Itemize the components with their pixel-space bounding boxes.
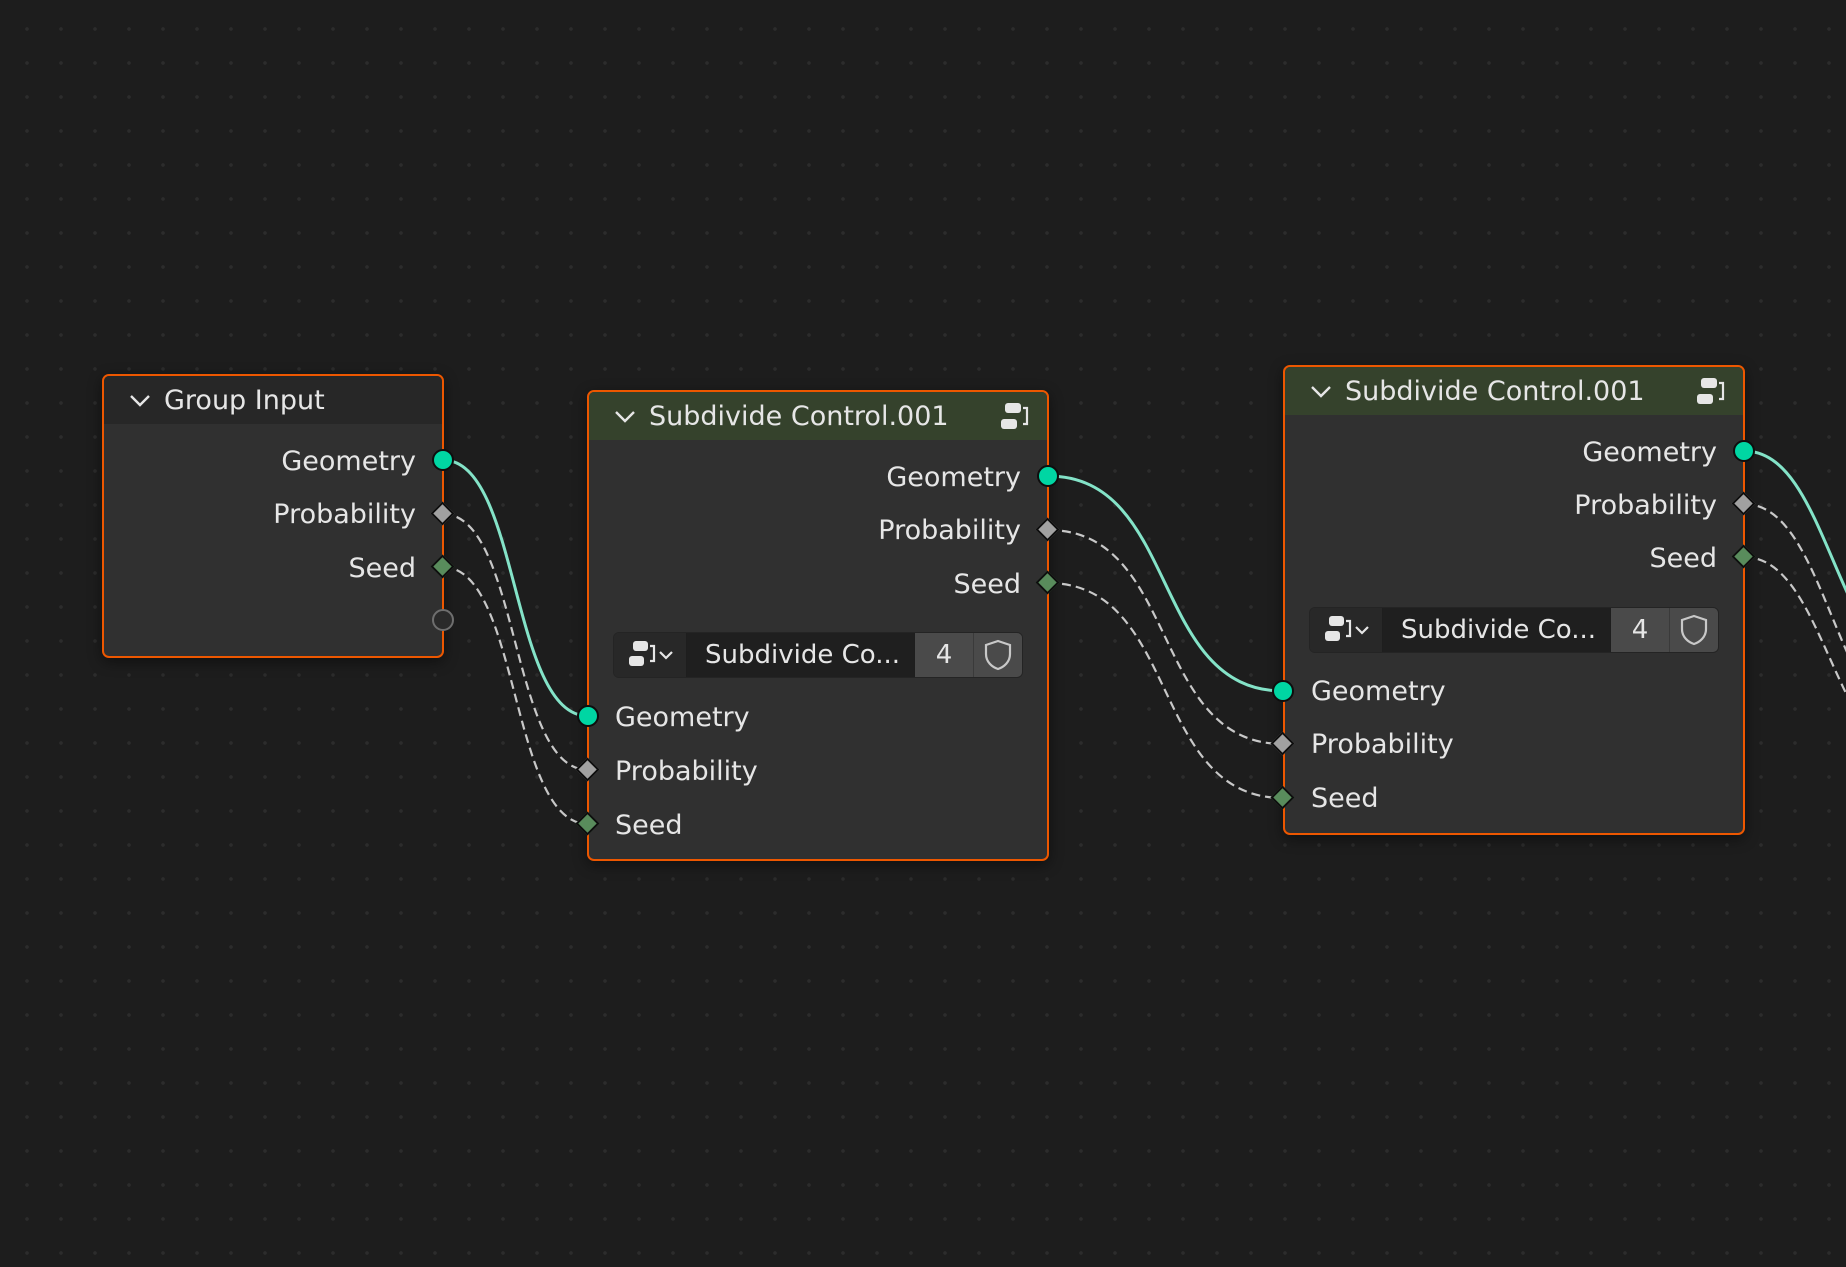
link-seed-2 (1047, 581, 1284, 800)
shield-icon (984, 639, 1012, 671)
user-count-button[interactable]: 4 (1610, 608, 1669, 652)
output-label-probability: Probability (1574, 490, 1717, 521)
geometry-output-socket[interactable] (1037, 465, 1059, 487)
subdivide-control-node[interactable]: Subdivide Control.001 Geometry Probabili… (587, 390, 1049, 861)
node-title: Group Input (164, 384, 325, 416)
geometry-output-socket[interactable] (1733, 440, 1755, 462)
user-count-button[interactable]: 4 (914, 633, 973, 677)
geometry-input-socket[interactable] (577, 705, 599, 727)
node-tree-icon (1697, 378, 1725, 404)
node-title: Subdivide Control.001 (649, 400, 949, 432)
fake-user-button[interactable] (1669, 608, 1718, 652)
fake-user-button[interactable] (973, 633, 1022, 677)
chevron-down-icon[interactable] (1309, 379, 1333, 403)
node-group-selector[interactable]: Subdivide Co... 4 (1309, 607, 1719, 653)
link-geometry-3 (1743, 449, 1846, 594)
link-probability-1 (442, 512, 589, 772)
input-label-geometry: Geometry (1311, 676, 1446, 707)
chevron-down-icon[interactable] (613, 404, 637, 428)
input-label-probability: Probability (1311, 729, 1454, 760)
link-probability-2 (1047, 528, 1284, 746)
link-geometry-1 (442, 458, 589, 718)
geometry-output-socket[interactable] (432, 449, 454, 471)
output-label-geometry: Geometry (281, 446, 416, 477)
node-group-name-field[interactable]: Subdivide Co... (1383, 608, 1610, 652)
output-label-probability: Probability (273, 499, 416, 530)
output-label-geometry: Geometry (886, 462, 1021, 493)
node-group-name-field[interactable]: Subdivide Co... (687, 633, 914, 677)
browse-node-group-button[interactable] (1310, 608, 1383, 652)
node-tree-icon (1001, 403, 1029, 429)
output-label-seed: Seed (953, 569, 1022, 600)
browse-node-group-button[interactable] (614, 633, 687, 677)
node-tree-icon (1325, 616, 1369, 641)
node-header[interactable]: Group Input (104, 376, 442, 424)
node-group-selector[interactable]: Subdivide Co... 4 (613, 632, 1023, 678)
node-header[interactable]: Subdivide Control.001 (589, 392, 1047, 440)
output-label-seed: Seed (1649, 543, 1718, 574)
output-label-geometry: Geometry (1582, 437, 1717, 468)
output-label-probability: Probability (878, 515, 1021, 546)
input-label-geometry: Geometry (615, 702, 750, 733)
chevron-down-icon[interactable] (128, 388, 152, 412)
extend-socket[interactable] (432, 609, 454, 631)
node-title: Subdivide Control.001 (1345, 375, 1645, 407)
link-geometry-2 (1047, 474, 1284, 693)
output-label-seed: Seed (348, 553, 417, 584)
group-input-node[interactable]: Group Input Geometry Probability Seed (102, 374, 444, 658)
input-label-seed: Seed (615, 810, 683, 841)
geometry-input-socket[interactable] (1272, 680, 1294, 702)
node-tree-icon (629, 641, 673, 666)
shield-icon (1680, 614, 1708, 646)
link-seed-1 (442, 565, 589, 826)
link-seed-3 (1743, 555, 1846, 696)
input-label-seed: Seed (1311, 783, 1379, 814)
node-header[interactable]: Subdivide Control.001 (1285, 367, 1743, 415)
subdivide-control-node[interactable]: Subdivide Control.001 Geometry Probabili… (1283, 365, 1745, 835)
input-label-probability: Probability (615, 756, 758, 787)
